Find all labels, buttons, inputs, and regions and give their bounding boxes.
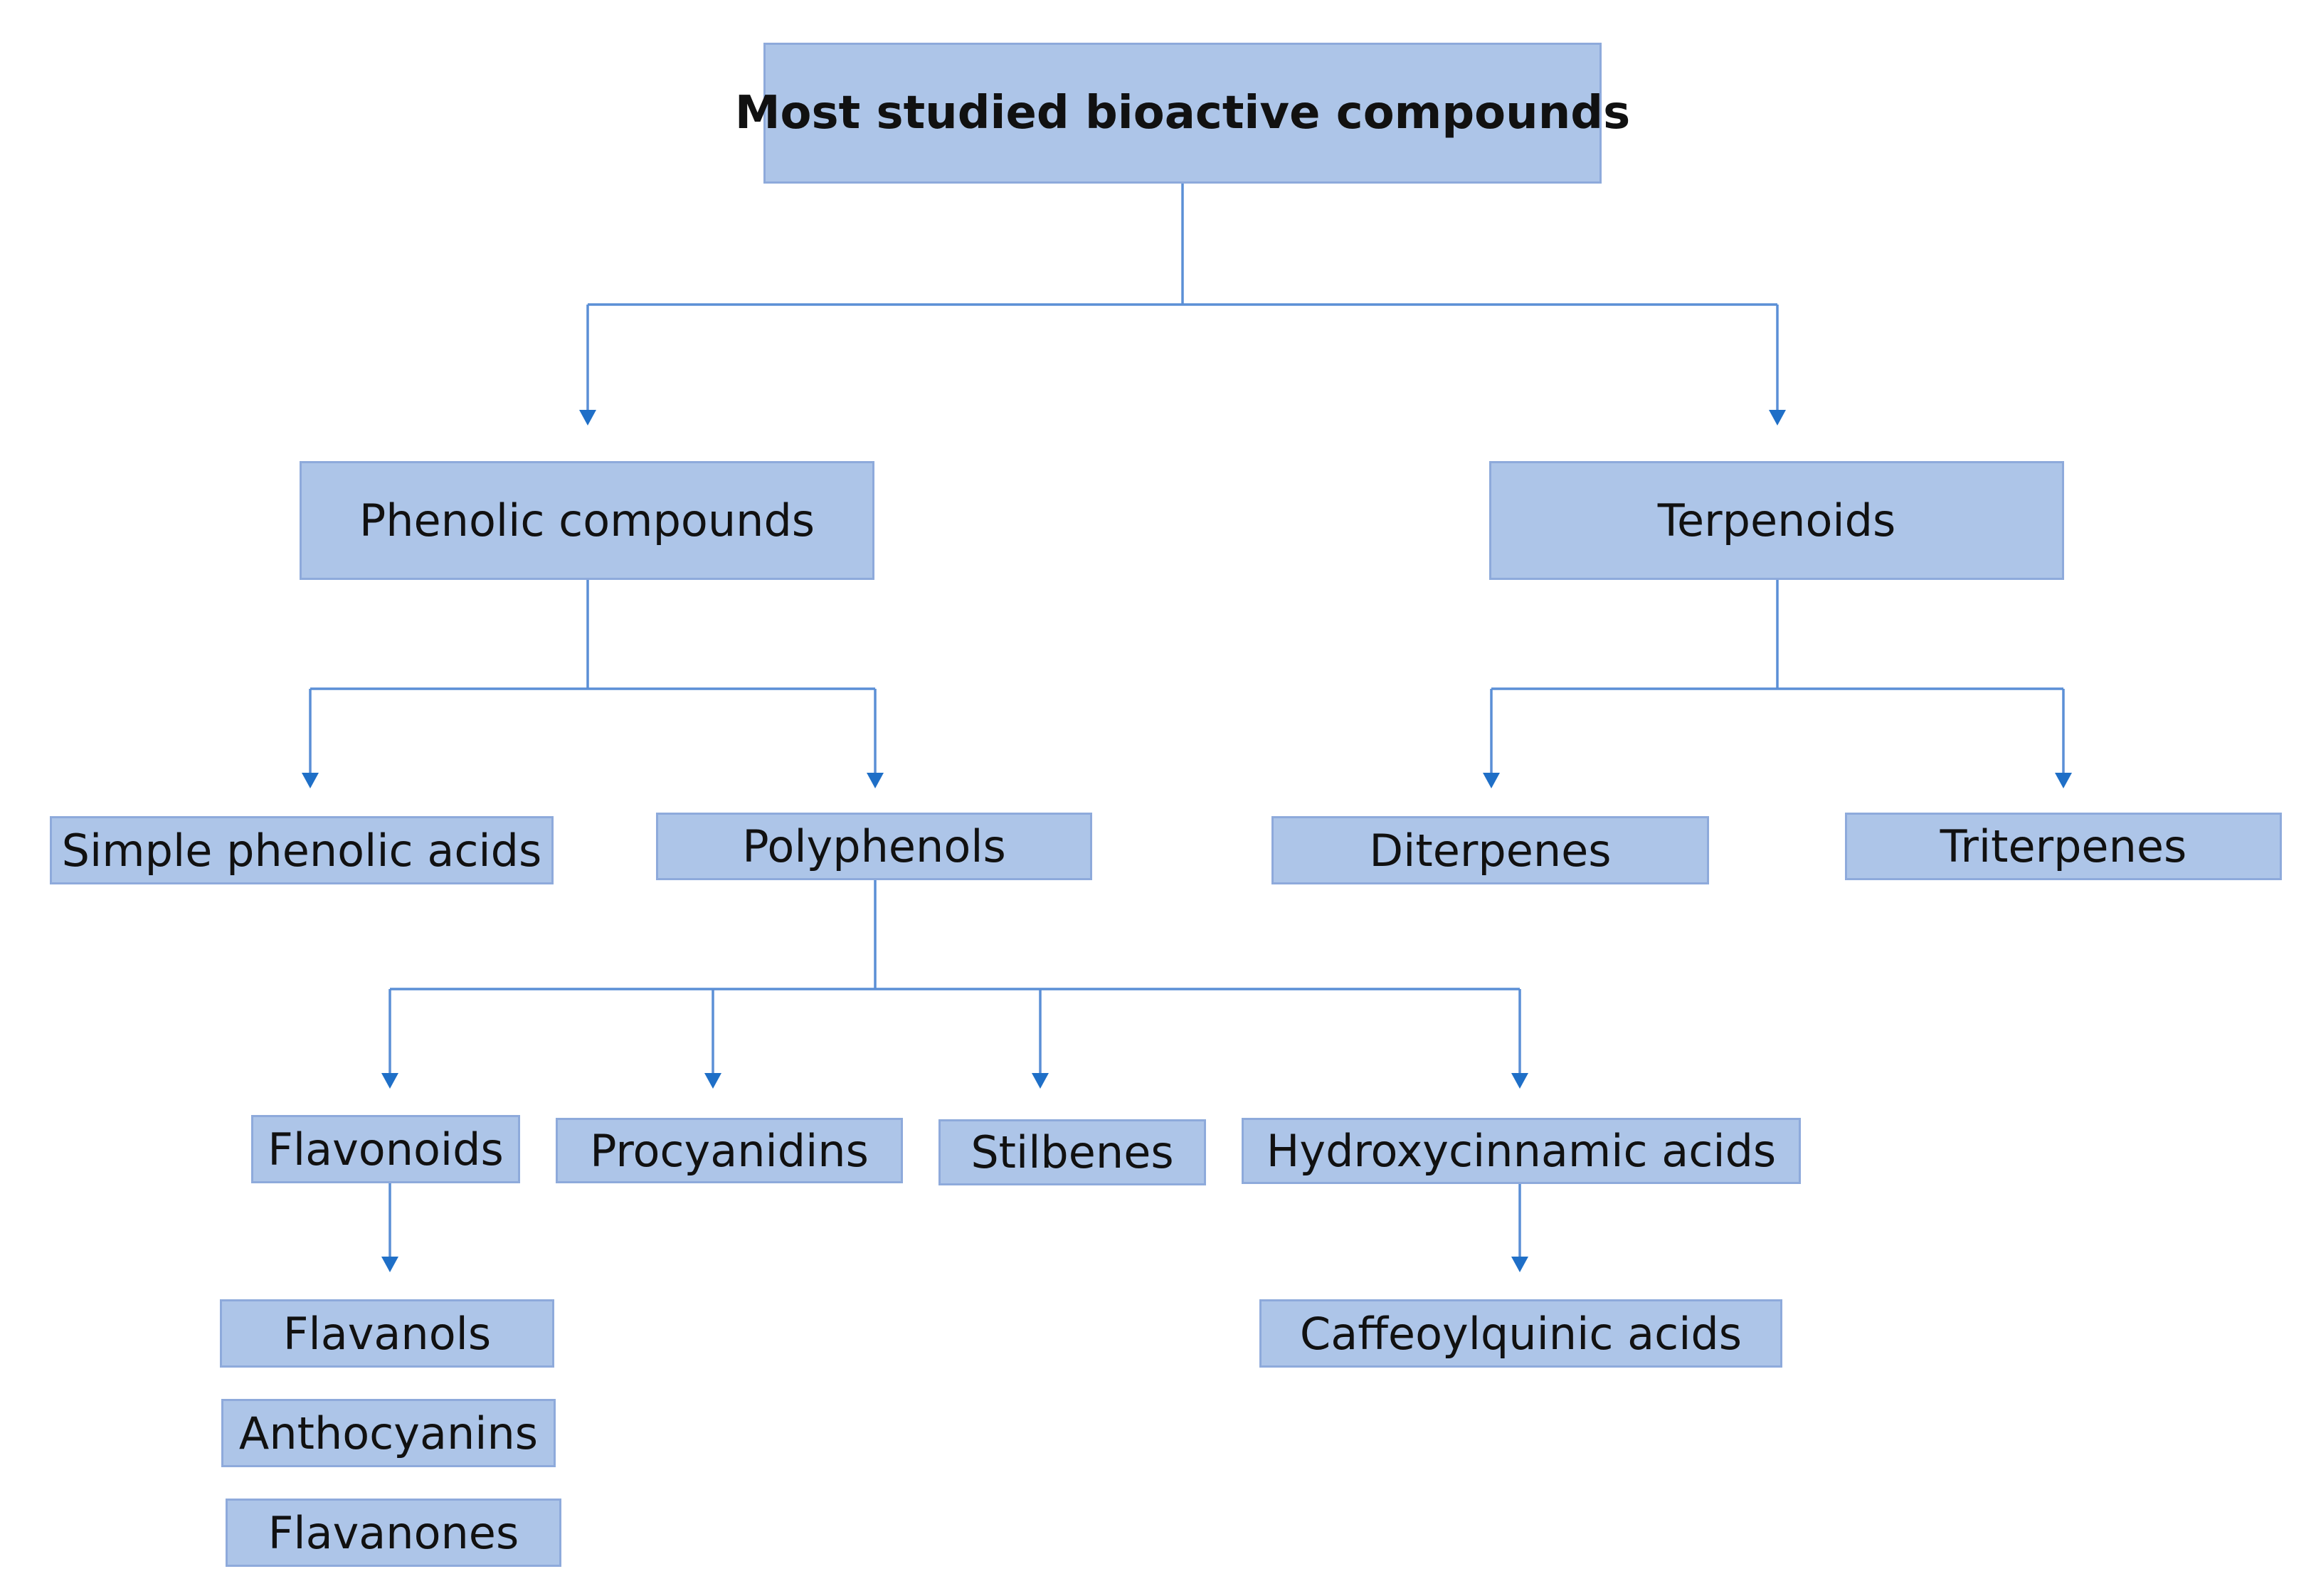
triterpenes-node: Triterpenes bbox=[1845, 813, 2282, 880]
hydroxycinnamic-acids-node: Hydroxycinnamic acids bbox=[1242, 1118, 1801, 1184]
flavanones-node: Flavanones bbox=[226, 1499, 561, 1567]
procyanidins-node: Procyanidins bbox=[556, 1118, 903, 1183]
polyphenols-node: Polyphenols bbox=[656, 813, 1092, 880]
flavanols-node: Flavanols bbox=[220, 1299, 554, 1368]
phenolic-compounds-node: Phenolic compounds bbox=[300, 461, 874, 580]
root-node: Most studied bioactive compounds bbox=[735, 43, 1630, 184]
diterpenes-node: Diterpenes bbox=[1271, 816, 1709, 884]
stilbenes-node: Stilbenes bbox=[938, 1119, 1206, 1185]
simple-phenolic-acids-node: Simple phenolic acids bbox=[50, 816, 554, 884]
terpenoids-node: Terpenoids bbox=[1489, 461, 2064, 580]
anthocyanins-node: Anthocyanins bbox=[221, 1399, 556, 1467]
caffeoylquinic-acids-node: Caffeoylquinic acids bbox=[1259, 1299, 1782, 1368]
flavonoids-node: Flavonoids bbox=[251, 1115, 520, 1183]
